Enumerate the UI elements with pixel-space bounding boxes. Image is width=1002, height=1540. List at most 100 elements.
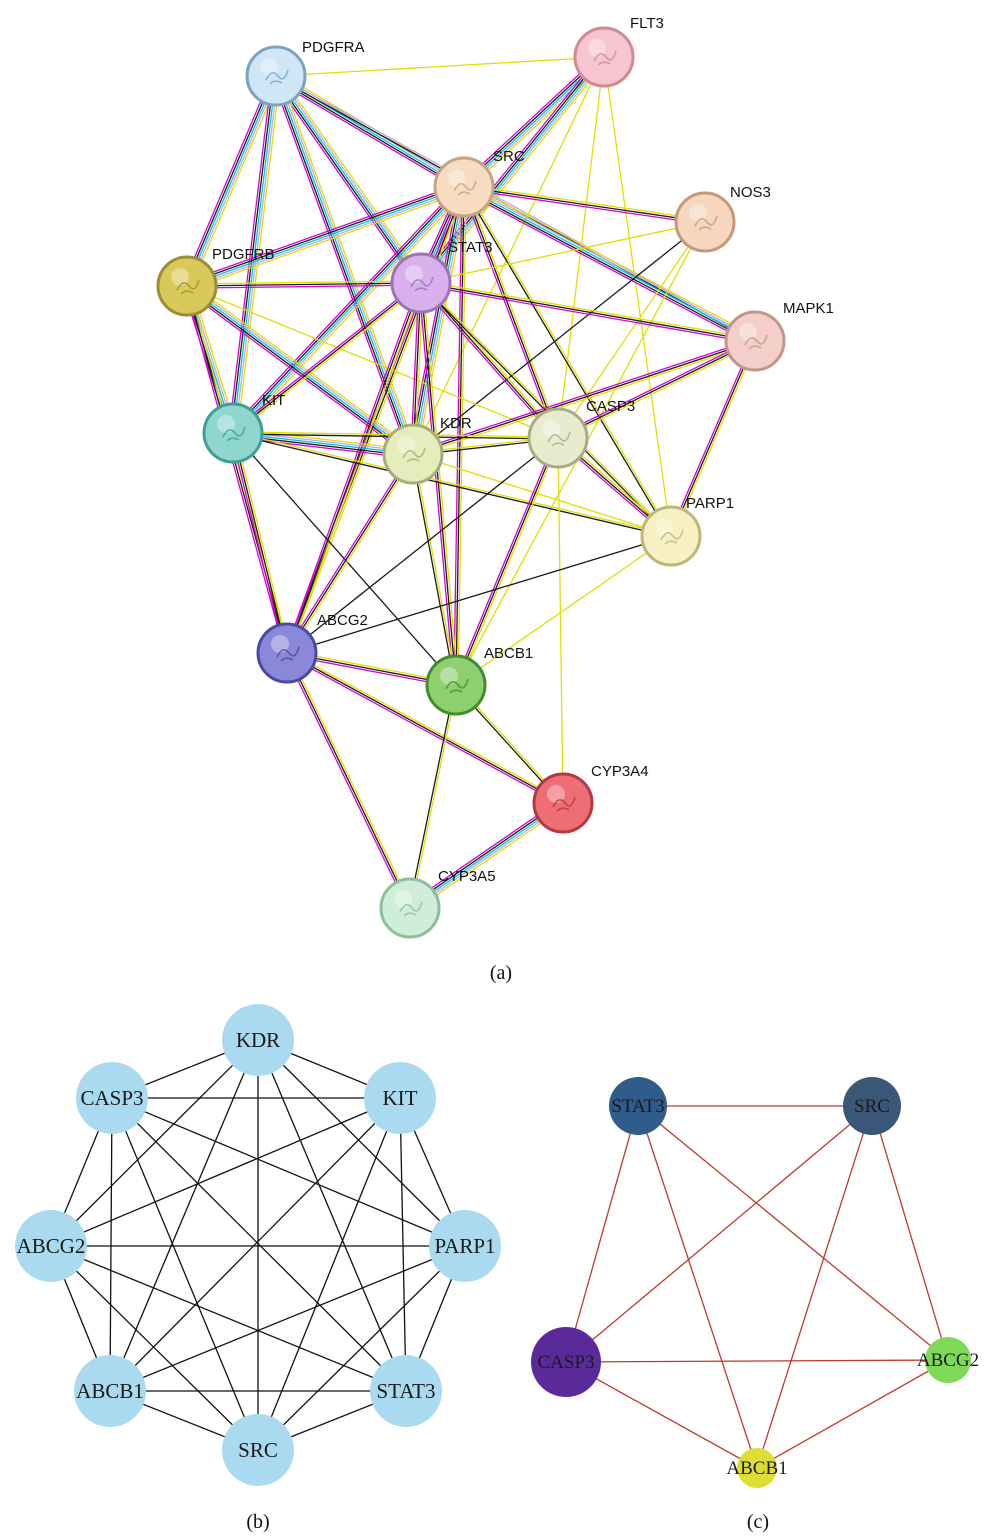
node-parp1[interactable]: PARP1	[429, 1210, 501, 1282]
node-label: ABCB1	[76, 1379, 144, 1403]
node-label: STAT3	[377, 1379, 436, 1403]
edge-casp3-abcb1	[565, 1361, 758, 1469]
node-parp1[interactable]: PARP1	[640, 495, 734, 567]
node-src[interactable]: SRC	[222, 1414, 294, 1486]
node-label: KDR	[440, 415, 472, 432]
node-label: CASP3	[586, 398, 635, 415]
edge-kdr-abcb1	[411, 453, 458, 686]
panel-a-edges	[182, 53, 758, 913]
edge-line	[230, 184, 464, 433]
edge-line	[464, 184, 757, 340]
node-abcb1[interactable]: ABCB1	[425, 645, 533, 716]
edge-parp1-abcg2	[286, 535, 672, 654]
node-abcg2[interactable]: ABCG2	[256, 612, 368, 684]
node-label: ABCG2	[917, 1350, 979, 1371]
edge-line	[234, 75, 279, 434]
edge-line	[186, 285, 559, 439]
node-label: KIT	[383, 1086, 418, 1110]
node-pdgfra[interactable]: PDGFRA	[245, 39, 365, 107]
edge-mapk1-parp1	[668, 339, 758, 538]
node-kit[interactable]: KIT	[364, 1062, 436, 1134]
node-src[interactable]: SRC	[433, 148, 525, 218]
edge-line	[232, 431, 672, 536]
edge-line	[232, 186, 465, 434]
node-flt3[interactable]: FLT3	[573, 15, 664, 88]
node-circle	[531, 1327, 601, 1397]
node-stat3[interactable]: STAT3	[370, 1355, 442, 1427]
node-circle	[74, 1355, 146, 1427]
node-circle	[433, 156, 495, 218]
node-abcb1[interactable]: ABCB1	[74, 1355, 146, 1427]
node-circle	[15, 1210, 87, 1282]
edge-line	[236, 75, 281, 435]
node-casp3[interactable]: CASP3	[531, 1327, 601, 1397]
edge-line	[186, 75, 277, 287]
edge-line	[284, 281, 420, 653]
node-src[interactable]: SRC	[843, 1077, 901, 1135]
node-stat3[interactable]: STAT3	[390, 239, 492, 314]
edge-line	[406, 798, 562, 906]
edge-line	[420, 282, 457, 686]
edge-line	[462, 186, 671, 538]
node-kdr[interactable]: KDR	[222, 1004, 294, 1076]
edge-line	[229, 183, 462, 431]
node-abcb1[interactable]: ABCB1	[726, 1448, 788, 1488]
node-kit[interactable]: KIT	[202, 392, 285, 464]
node-stat3[interactable]: STAT3	[609, 1077, 667, 1135]
edge-src-casp3	[565, 1105, 873, 1363]
node-mapk1[interactable]: MAPK1	[724, 300, 834, 372]
node-nos3[interactable]: NOS3	[674, 184, 771, 253]
edge-line	[461, 190, 754, 346]
protein-structure-icon	[694, 215, 718, 231]
edge-line	[557, 221, 706, 439]
edge-line	[284, 653, 409, 910]
edge-line	[557, 437, 564, 804]
node-pdgfrb[interactable]: PDGFRB	[156, 246, 275, 317]
edge-stat3-abcb1	[637, 1105, 758, 1469]
edge-line	[461, 187, 557, 440]
edge-line	[275, 56, 605, 77]
node-highlight	[542, 420, 560, 438]
node-casp3[interactable]: CASP3	[76, 1062, 148, 1134]
edge-line	[234, 431, 290, 654]
node-abcg2[interactable]: ABCG2	[15, 1210, 87, 1282]
edge-line	[288, 454, 416, 655]
edge-line	[462, 188, 755, 344]
edge-line	[277, 74, 424, 283]
edge-line	[233, 187, 467, 436]
node-label: ABCB1	[726, 1458, 787, 1479]
edge-line	[277, 74, 416, 454]
node-casp3[interactable]: CASP3	[527, 398, 635, 469]
edge-flt3-casp3	[557, 56, 605, 439]
node-circle	[527, 407, 589, 469]
edge-line	[464, 185, 673, 537]
protein-structure-icon	[402, 447, 426, 463]
edge-line	[184, 182, 464, 283]
edge-casp3-abcg2	[286, 437, 559, 654]
edge-line	[286, 453, 414, 654]
node-circle	[573, 26, 635, 88]
edge-line	[286, 437, 559, 654]
protein-structure-icon	[276, 646, 300, 662]
edge-line	[186, 284, 422, 289]
edge-line	[455, 437, 559, 686]
edge-line	[409, 802, 564, 909]
node-abcg2[interactable]: ABCG2	[917, 1337, 979, 1383]
node-label: FLT3	[630, 15, 664, 32]
node-label: MAPK1	[783, 300, 834, 317]
node-circle	[245, 45, 307, 107]
node-highlight	[260, 58, 278, 76]
node-label: KDR	[236, 1028, 280, 1052]
edge-line	[286, 652, 411, 909]
node-cyp3a4[interactable]: CYP3A4	[532, 763, 649, 834]
edge-pdgfra-pdgfrb	[182, 73, 281, 289]
edge-line	[235, 189, 468, 437]
node-circle	[390, 252, 452, 314]
node-kdr[interactable]: KDR	[382, 415, 472, 485]
edge-stat3-abcg2	[637, 1105, 949, 1361]
node-cyp3a5[interactable]: CYP3A5	[379, 868, 496, 939]
node-label: NOS3	[730, 184, 771, 201]
edge-line	[412, 221, 706, 455]
